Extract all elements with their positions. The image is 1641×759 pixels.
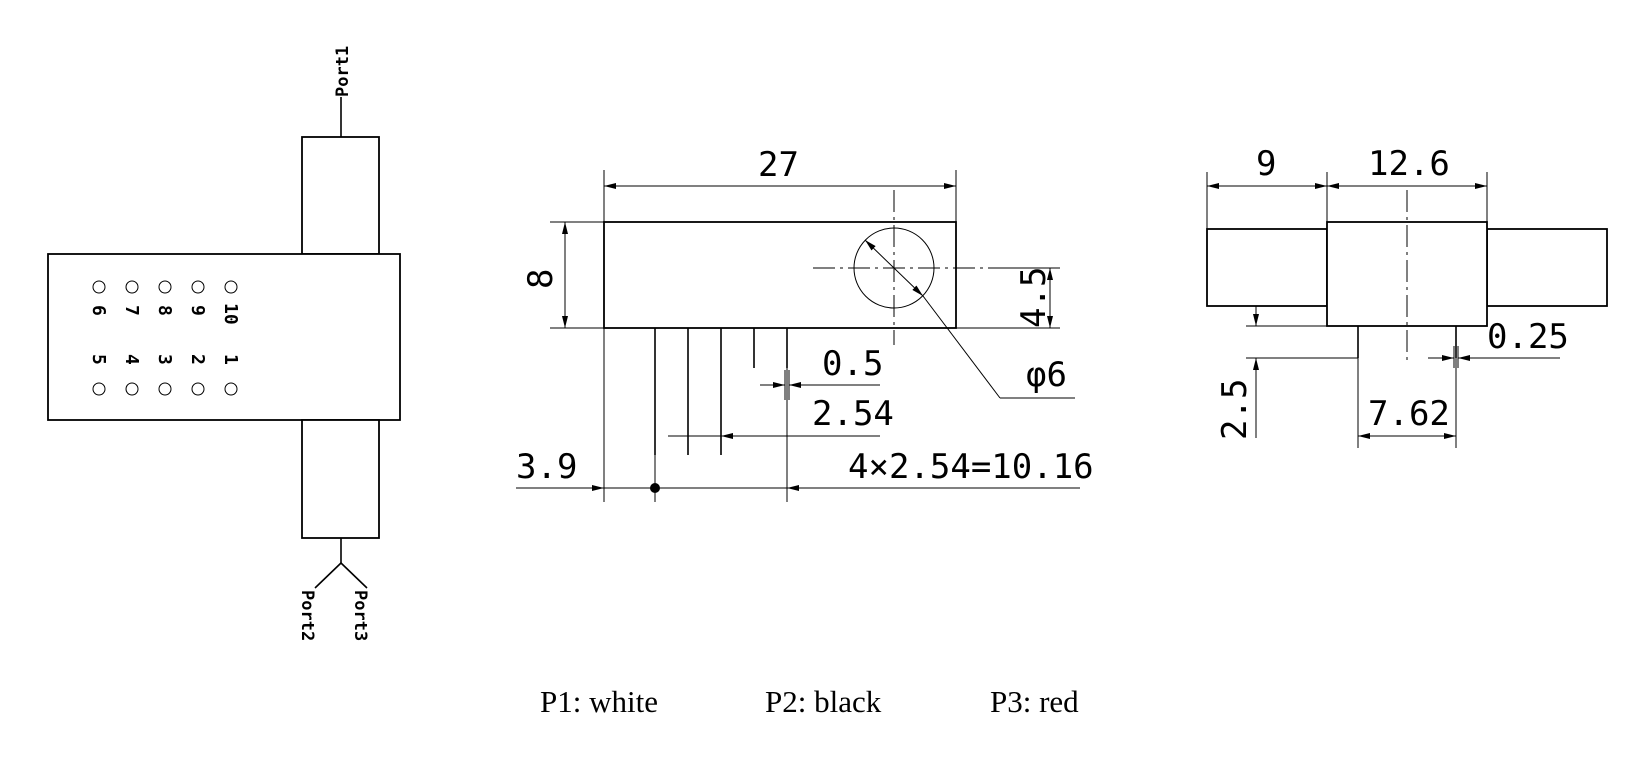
pin-number: 3 — [154, 354, 175, 365]
dim-pitch-total: 4×2.54=10.16 — [848, 447, 1094, 487]
side-view: 9 12.6 2.5 0.25 7.62 — [1206, 144, 1608, 448]
pin-number: 1 — [220, 354, 241, 365]
pin-hole — [92, 382, 106, 396]
dim-body-width: 12.6 — [1368, 144, 1450, 184]
pin-number: 2 — [187, 354, 208, 365]
port2-label: Port2 — [297, 590, 317, 641]
pin-numbers: 6 7 8 9 10 5 4 3 2 1 — [88, 303, 241, 365]
pin-hole — [191, 280, 205, 294]
datum-dot — [650, 483, 660, 493]
pin-hole — [125, 382, 139, 396]
dim-pin-length: 2.5 — [1215, 379, 1255, 440]
port2-lead — [314, 562, 342, 589]
dim-left-length: 9 — [1256, 144, 1276, 184]
port3-lead — [340, 562, 368, 589]
dim-row-spacing: 7.62 — [1368, 394, 1450, 434]
pin-number: 9 — [187, 305, 208, 316]
pin-number: 5 — [88, 354, 109, 365]
dim-pin-pitch: 2.54 — [812, 394, 894, 434]
pin-hole — [125, 280, 139, 294]
pin-hole — [92, 280, 106, 294]
dim-hole-diameter: φ6 — [1026, 355, 1067, 395]
front-view: 27 8 4.5 φ6 0.5 2.54 3.9 — [516, 145, 1094, 502]
dim-pin-thickness: 0.25 — [1487, 317, 1569, 357]
front-body — [603, 221, 957, 329]
dim-height-8: 8 — [521, 269, 561, 289]
legend-p3: P3: red — [990, 684, 1079, 719]
pin-hole — [191, 382, 205, 396]
port2-3-tube — [301, 419, 380, 539]
pin-number: 7 — [121, 305, 142, 316]
right-tube — [1486, 228, 1608, 307]
diameter-line — [864, 239, 924, 297]
leader-line — [922, 295, 1001, 399]
dim-width-27: 27 — [758, 145, 799, 185]
pin-hole — [158, 382, 172, 396]
top-view: Port1 Port2 Port3 6 7 8 9 10 5 4 3 2 1 — [47, 46, 401, 641]
pin-number: 10 — [220, 303, 241, 325]
port1-tube — [301, 136, 380, 255]
module-body — [47, 253, 401, 421]
dim-hole-offset: 4.5 — [1014, 267, 1054, 328]
pin-number: 4 — [121, 354, 142, 365]
pin-hole — [224, 382, 238, 396]
color-legend: P1: white P2: black P3: red — [540, 684, 1079, 719]
pin-number: 8 — [154, 305, 175, 316]
port3-label: Port3 — [350, 590, 370, 641]
left-tube — [1206, 228, 1328, 307]
pin-hole — [224, 280, 238, 294]
legend-p1: P1: white — [540, 684, 658, 719]
legend-p2: P2: black — [765, 684, 882, 719]
pin-number: 6 — [88, 305, 109, 316]
port1-label: Port1 — [333, 46, 353, 97]
pin-hole — [158, 280, 172, 294]
dim-first-pin-offset: 3.9 — [516, 447, 577, 487]
dim-pin-width: 0.5 — [822, 344, 883, 384]
pin-holes — [92, 280, 238, 396]
